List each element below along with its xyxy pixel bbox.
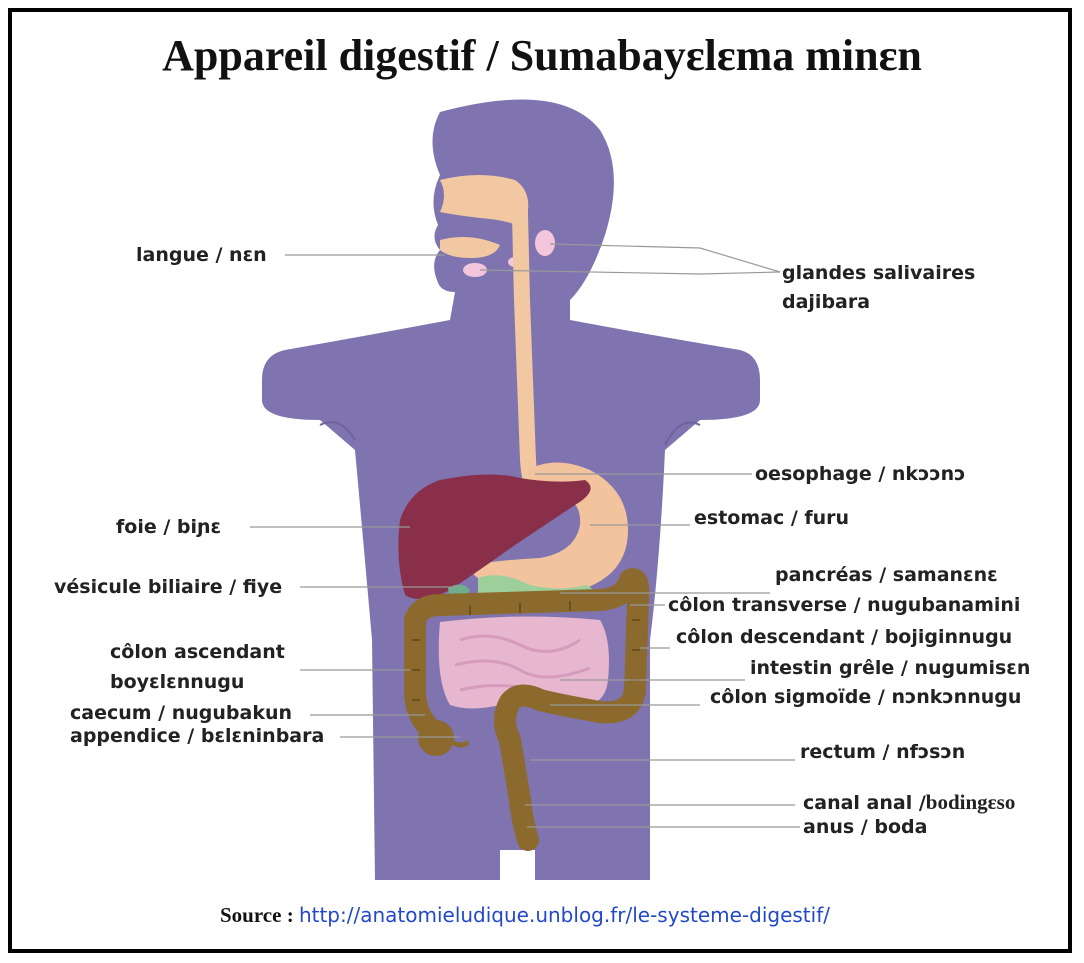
label-dajibara: dajibara — [782, 293, 870, 312]
label-colon-ascendant: côlon ascendant — [110, 643, 285, 662]
label-pancreas: pancréas / samanɛnɛ — [775, 566, 998, 585]
label-oesophage: oesophage / nkɔɔnɔ — [755, 465, 965, 484]
label-rectum: rectum / nfɔsɔn — [800, 743, 965, 762]
label-boyelennugu: boyɛlɛnnugu — [110, 673, 244, 692]
label-foie: foie / biɲɛ — [116, 518, 221, 537]
source-line: Source : http://anatomieludique.unblog.f… — [220, 903, 830, 928]
appendix — [452, 742, 468, 745]
label-colon-transverse: côlon transverse / nugubanamini — [668, 596, 1020, 615]
label-intestin-grele: intestin grêle / nugumisɛn — [750, 659, 1030, 678]
label-vesicule-biliaire: vésicule biliaire / fiye — [54, 578, 282, 597]
label-canal-anal: canal anal /bodingɛso — [803, 792, 1015, 813]
source-label: Source : — [220, 903, 294, 927]
label-colon-sigmoide: côlon sigmoïde / nɔnkɔnnugu — [710, 688, 1021, 707]
label-langue: langue / nɛn — [136, 246, 267, 265]
label-glandes-salivaires: glandes salivaires — [782, 264, 975, 283]
salivary-gland-upper — [535, 230, 555, 256]
label-caecum: caecum / nugubakun — [70, 704, 292, 723]
label-anus: anus / boda — [803, 818, 927, 837]
label-canal-anal-a: canal anal / — [803, 792, 926, 814]
label-estomac: estomac / furu — [694, 509, 849, 528]
source-link[interactable]: http://anatomieludique.unblog.fr/le-syst… — [299, 903, 830, 927]
label-colon-descendant: côlon descendant / bojiginnugu — [676, 628, 1012, 647]
label-canal-anal-b: bodingɛso — [926, 790, 1016, 814]
label-appendice: appendice / bɛlɛninbara — [70, 727, 324, 746]
caecum — [418, 720, 454, 756]
